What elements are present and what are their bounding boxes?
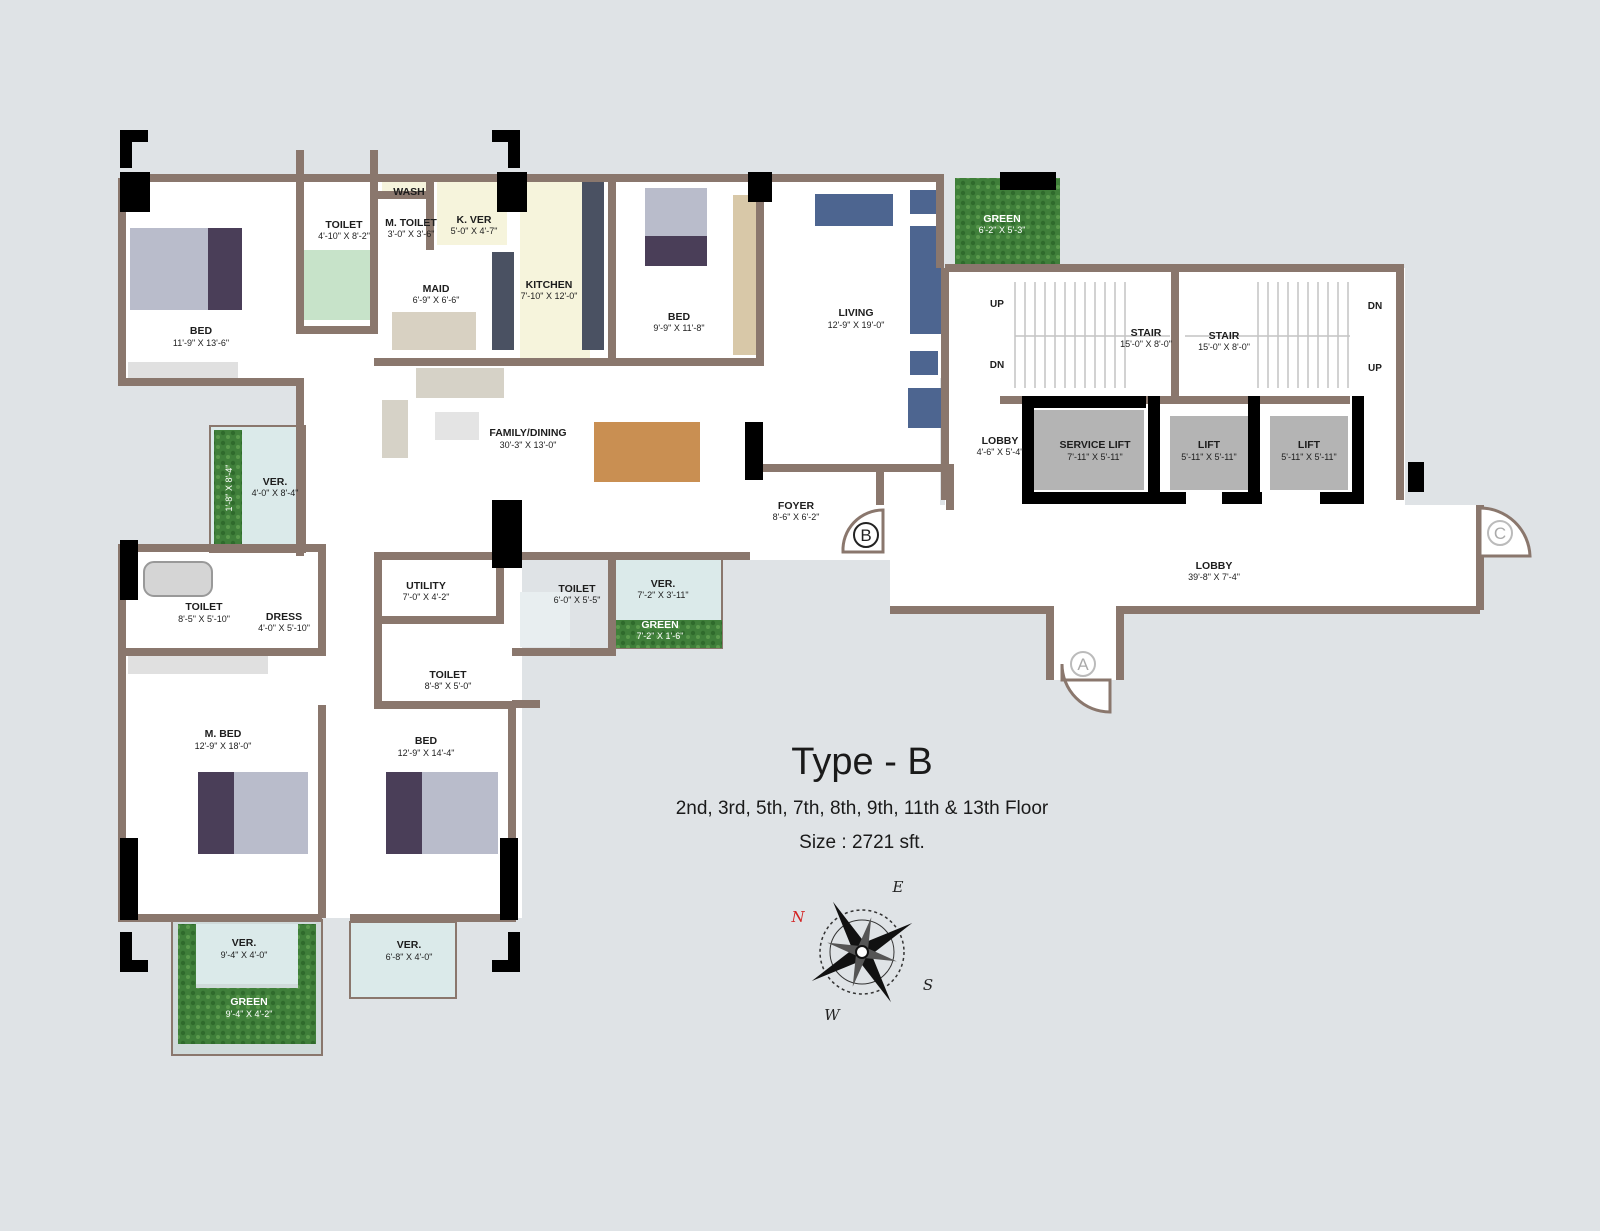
toilet2-dim: 8'-5" X 5'-10" bbox=[178, 614, 230, 624]
green2-name: GREEN bbox=[641, 619, 678, 631]
kitchen-dim: 7'-10" X 12'-0" bbox=[521, 291, 578, 301]
toilet3-name: TOILET bbox=[558, 583, 596, 595]
walls bbox=[118, 150, 1484, 922]
green2-dim: 7'-2" X 1'-6" bbox=[637, 631, 684, 641]
foyer-dim: 8'-6" X 6'-2" bbox=[773, 512, 820, 522]
living-name: LIVING bbox=[838, 307, 873, 319]
lift2-name: LIFT bbox=[1298, 439, 1321, 451]
furniture bbox=[128, 182, 942, 854]
marker-b-circle bbox=[853, 522, 879, 548]
ver1-name: VER. bbox=[263, 476, 288, 488]
maid-name: MAID bbox=[423, 283, 450, 295]
foyer-name: FOYER bbox=[778, 500, 815, 512]
utility-dim: 7'-0" X 4'-2" bbox=[403, 592, 450, 602]
stair-treads bbox=[1014, 282, 1350, 388]
bed3-dim: 12'-9" X 14'-4" bbox=[398, 748, 455, 758]
toilet1-dim: 4'-10" X 8'-2" bbox=[318, 231, 370, 241]
family-name: FAMILY/DINING bbox=[489, 427, 566, 439]
bed2-dim: 9'-9" X 11'-8" bbox=[653, 323, 704, 333]
compass-north-label: N bbox=[790, 908, 805, 926]
dress-dim: 4'-0" X 5'-10" bbox=[258, 623, 310, 633]
bed1-dim: 11'-9" X 13'-6" bbox=[173, 338, 229, 348]
title-block: Type - B 2nd, 3rd, 5th, 7th, 8th, 9th, 1… bbox=[676, 741, 1049, 853]
lobby2-dim: 39'-8" X 7'-4" bbox=[1188, 572, 1240, 582]
marker-c-label: C bbox=[1494, 524, 1506, 543]
utility-name: UTILITY bbox=[406, 580, 446, 592]
dress-name: DRESS bbox=[266, 611, 302, 623]
plan-type-title: Type - B bbox=[791, 741, 933, 783]
stair1-dn-label: DN bbox=[990, 360, 1004, 371]
stair2-up-label: UP bbox=[1368, 363, 1382, 374]
ver4-dim: 6'-8" X 4'-0" bbox=[386, 952, 433, 962]
stair2-name: STAIR bbox=[1209, 330, 1240, 342]
green3-dim: 9'-4" X 4'-2" bbox=[226, 1009, 273, 1019]
mtoilet-name: M. TOILET bbox=[385, 217, 437, 229]
family-dim: 30'-3" X 13'-0" bbox=[500, 440, 557, 450]
ver4-name: VER. bbox=[397, 939, 422, 951]
room-fills bbox=[300, 178, 1348, 647]
living-dim: 12'-9" X 19'-0" bbox=[828, 320, 885, 330]
stair2-dim: 15'-0" X 8'-0" bbox=[1198, 342, 1250, 352]
kver-dim: 5'-0" X 4'-7" bbox=[451, 226, 498, 236]
stair1-up-label: UP bbox=[990, 299, 1004, 310]
toilet4-name: TOILET bbox=[429, 669, 467, 681]
greenv-dim: 1'-8" X 8'-4" bbox=[224, 465, 234, 512]
marker-a-label: A bbox=[1077, 655, 1089, 674]
bed1-name: BED bbox=[190, 325, 213, 337]
lift2-dim: 5'-11" X 5'-11" bbox=[1281, 452, 1337, 462]
ver3-dim: 9'-4" X 4'-0" bbox=[221, 950, 268, 960]
lobby1-name: LOBBY bbox=[982, 435, 1019, 447]
compass-rose-icon: N E S W bbox=[790, 878, 933, 1024]
stair1-name: STAIR bbox=[1131, 327, 1162, 339]
toilet1-name: TOILET bbox=[325, 219, 363, 231]
compass-west-label: W bbox=[824, 1006, 841, 1024]
plan-floors: 2nd, 3rd, 5th, 7th, 8th, 9th, 11th & 13t… bbox=[676, 798, 1049, 819]
stair1-dim: 15'-0" X 8'-0" bbox=[1120, 339, 1172, 349]
compass-east-label: E bbox=[892, 878, 904, 896]
room-labels: BED 11'-9" X 13'-6" TOILET 4'-10" X 8'-2… bbox=[173, 186, 1337, 1019]
stair-direction-labels: UP DN DN UP bbox=[990, 299, 1382, 374]
green3-name: GREEN bbox=[230, 996, 267, 1008]
service-lift-dim: 7'-11" X 5'-11" bbox=[1067, 452, 1123, 462]
lift1-name: LIFT bbox=[1198, 439, 1221, 451]
wash-name: WASH bbox=[393, 186, 425, 198]
mbed-name: M. BED bbox=[205, 728, 242, 740]
compass-south-label: S bbox=[923, 976, 933, 994]
ver3-name: VER. bbox=[232, 937, 257, 949]
ver1-dim: 4'-0" X 8'-4" bbox=[252, 488, 299, 498]
toilet2-name: TOILET bbox=[185, 601, 223, 613]
kitchen-name: KITCHEN bbox=[526, 279, 573, 291]
marker-b-label: B bbox=[860, 526, 871, 545]
lift1-dim: 5'-11" X 5'-11" bbox=[1181, 452, 1237, 462]
structural-columns bbox=[120, 130, 1424, 972]
toilet3-dim: 6'-0" X 5'-5" bbox=[554, 595, 601, 605]
ver2-name: VER. bbox=[651, 578, 676, 590]
toilet4-dim: 8'-8" X 5'-0" bbox=[425, 681, 472, 691]
mtoilet-dim: 3'-0" X 3'-6" bbox=[388, 229, 435, 239]
service-lift-name: SERVICE LIFT bbox=[1060, 439, 1132, 451]
lobby1-dim: 4'-6" X 5'-4" bbox=[977, 447, 1024, 457]
mbed-dim: 12'-9" X 18'-0" bbox=[195, 741, 252, 751]
marker-c-circle bbox=[1487, 520, 1513, 546]
bed2-name: BED bbox=[668, 311, 691, 323]
flat-markers: B C A bbox=[841, 506, 1532, 714]
lobby2-name: LOBBY bbox=[1196, 560, 1233, 572]
ver2-dim: 7'-2" X 3'-11" bbox=[637, 590, 688, 600]
kver-name: K. VER bbox=[456, 214, 491, 226]
green1-dim: 6'-2" X 5'-3" bbox=[979, 225, 1026, 235]
maid-dim: 6'-9" X 6'-6" bbox=[413, 295, 460, 305]
plan-size: Size : 2721 sft. bbox=[799, 832, 925, 853]
bed3-name: BED bbox=[415, 735, 438, 747]
stair2-dn-label: DN bbox=[1368, 301, 1382, 312]
green1-name: GREEN bbox=[983, 213, 1020, 225]
marker-a-circle bbox=[1070, 651, 1096, 677]
